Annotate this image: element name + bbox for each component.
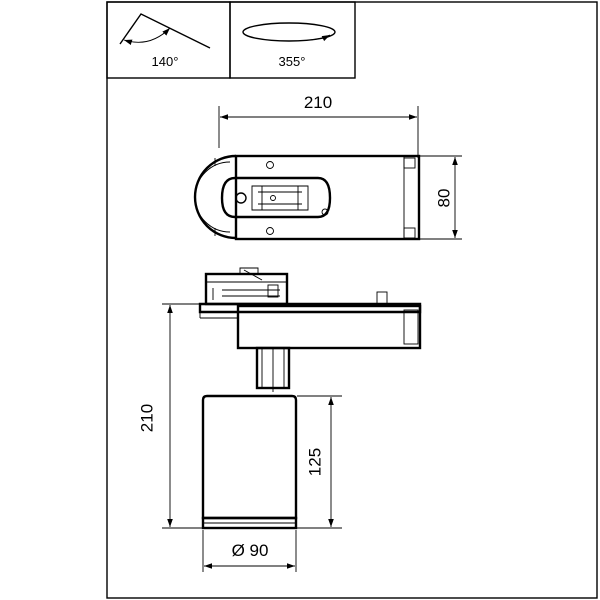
adapter-body-top bbox=[234, 154, 421, 241]
track-adapter bbox=[204, 267, 289, 306]
rotation-angle-icon bbox=[242, 22, 336, 42]
rotation-angle-box: 355° bbox=[229, 1, 356, 79]
width-dimension-label: 80 bbox=[434, 189, 453, 208]
adapter-housing-side bbox=[236, 304, 422, 350]
side-view: 210 125 Ø 90 bbox=[137, 267, 422, 572]
height-dimension-label: 210 bbox=[137, 404, 156, 432]
tilt-angle-label: 140° bbox=[152, 54, 179, 69]
rotation-angle-label: 355° bbox=[279, 54, 306, 69]
pivot-arm bbox=[255, 346, 291, 392]
lamp-head bbox=[201, 394, 298, 530]
tilt-angle-icon bbox=[119, 13, 211, 49]
top-view: 210 80 bbox=[193, 93, 462, 241]
rotary-knob bbox=[220, 176, 332, 219]
length-dimension-label: 210 bbox=[304, 93, 332, 112]
head-diameter-dimension-label: Ø 90 bbox=[232, 541, 269, 560]
tilt-angle-box: 140° bbox=[106, 1, 231, 79]
head-height-dimension-label: 125 bbox=[305, 448, 324, 476]
drawing-frame bbox=[106, 1, 598, 599]
